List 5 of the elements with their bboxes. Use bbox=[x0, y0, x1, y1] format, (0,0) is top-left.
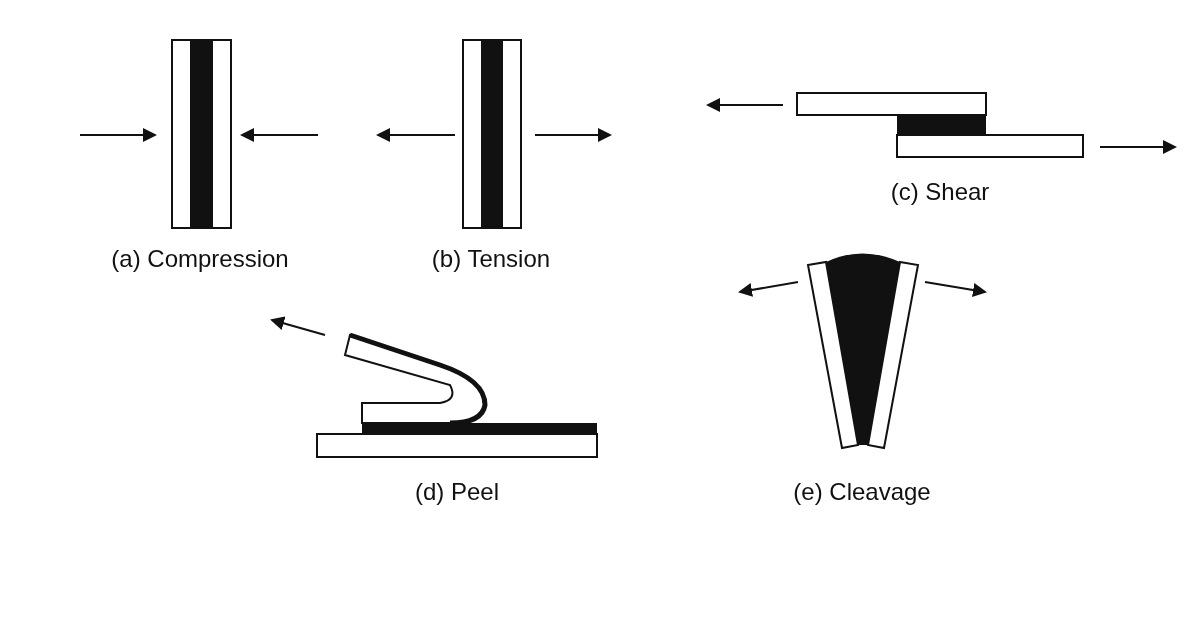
caption: (d) Peel bbox=[415, 478, 499, 506]
caption: (a) Compression bbox=[111, 245, 289, 273]
caption: (b) Tension bbox=[431, 245, 551, 273]
caption: (c) Shear bbox=[890, 178, 990, 206]
caption: (e) Cleavage bbox=[793, 478, 931, 506]
